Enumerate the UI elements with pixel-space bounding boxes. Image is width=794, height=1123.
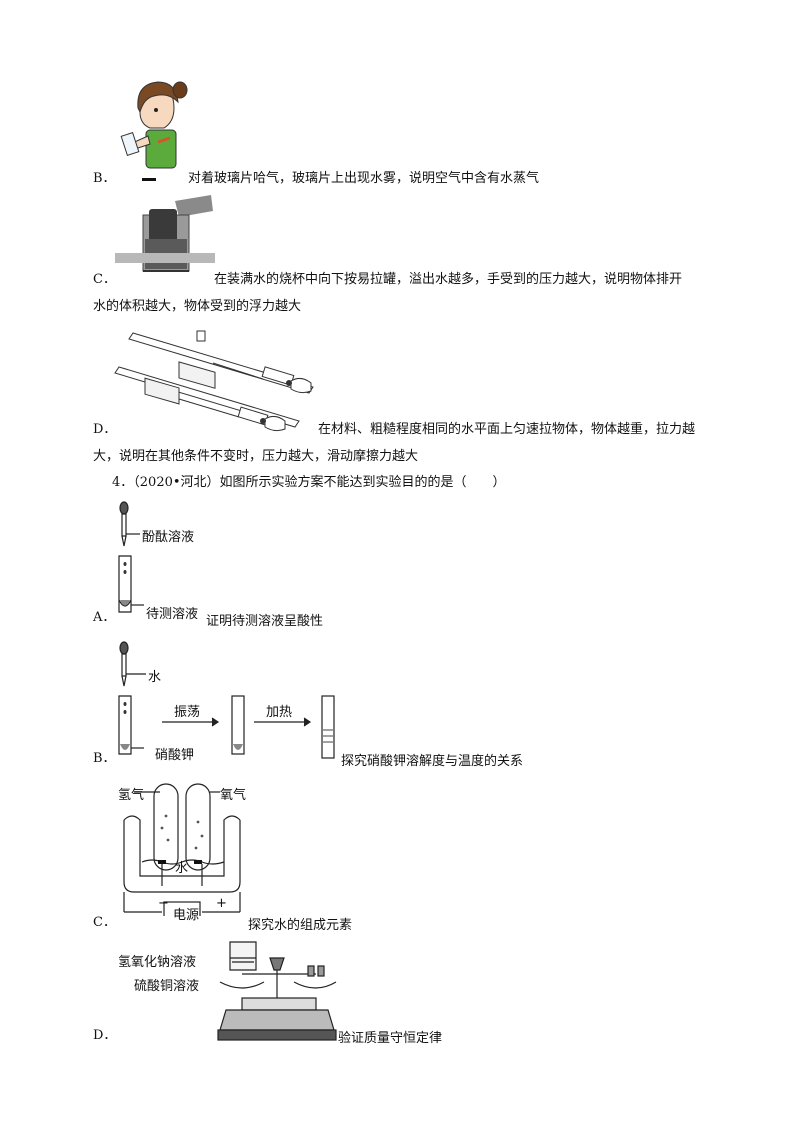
label-minus: − xyxy=(158,896,169,911)
label-plus: + xyxy=(216,896,227,911)
option-b-text: 对着玻璃片哈气，玻璃片上出现水雾，说明空气中含有水蒸气 xyxy=(188,171,540,186)
option-letter: C． xyxy=(93,272,116,287)
label-potassium-nitrate: 硝酸钾 xyxy=(155,748,195,763)
option-d-text-continued: 大，说明在其他条件不变时，压力越大，滑动摩擦力越大 xyxy=(93,449,419,464)
option-a-text: 证明待测溶液呈酸性 xyxy=(206,614,324,629)
question-4-stem: 4．（2020•河北）如图所示实验方案不能达到实验目的的是（ ） xyxy=(112,475,506,490)
label-oxygen: 氧气 xyxy=(220,788,247,803)
label-test-solution: 待测溶液 xyxy=(146,607,199,622)
option-d-text: 验证质量守恒定律 xyxy=(338,1031,443,1046)
label-power-supply: 电源 xyxy=(173,908,200,923)
option-c-text: 探究水的组成元素 xyxy=(248,918,353,933)
label-water: 水 xyxy=(175,861,189,876)
potassium-nitrate-diagram xyxy=(114,640,344,765)
label-heat: 加热 xyxy=(266,705,293,720)
option-b-line: B． xyxy=(93,166,116,192)
balance-diagram xyxy=(212,938,342,1043)
can-in-beaker-illustration xyxy=(115,193,215,275)
phenolphthalein-test-diagram xyxy=(114,500,214,618)
label-water: 水 xyxy=(148,670,162,685)
option-letter: C． xyxy=(93,915,116,930)
option-c-text: 在装满水的烧杯中向下按易拉罐，溢出水越多，手受到的压力越大，说明物体排开 xyxy=(214,272,683,287)
option-letter: B． xyxy=(93,751,116,766)
option-c-text-continued: 水的体积越大，物体受到的浮力越大 xyxy=(93,299,302,314)
option-letter: B． xyxy=(93,171,116,186)
option-letter: A． xyxy=(93,610,116,625)
option-letter: D． xyxy=(93,422,117,437)
label-phenolphthalein: 酚酞溶液 xyxy=(142,530,195,545)
girl-breathing-illustration xyxy=(118,78,188,183)
label-hydrogen: 氢气 xyxy=(118,788,145,803)
label-shake: 振荡 xyxy=(174,705,201,720)
option-b-text: 探究硝酸钾溶解度与温度的关系 xyxy=(341,754,524,769)
label-sodium-hydroxide: 氢氧化钠溶液 xyxy=(118,955,197,970)
option-d-text: 在材料、粗糙程度相同的水平面上匀速拉物体，物体越重，拉力越 xyxy=(318,422,696,437)
option-letter: D． xyxy=(93,1028,117,1043)
label-copper-sulfate: 硫酸铜溶液 xyxy=(134,979,200,994)
friction-experiment-illustration xyxy=(113,325,318,437)
